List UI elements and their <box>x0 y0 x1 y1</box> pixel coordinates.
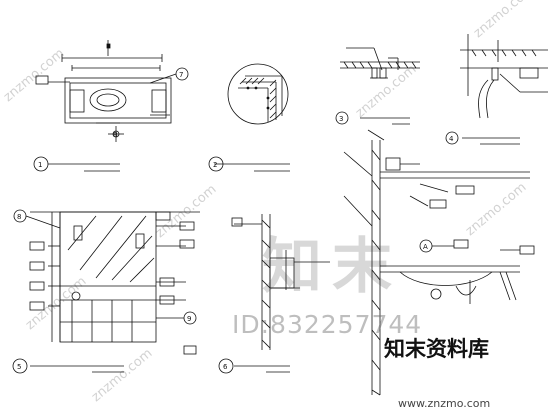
detail-5-wall-elevation <box>12 209 200 374</box>
detail-1-basin-elevation <box>33 40 189 172</box>
detail-number: 4 <box>449 135 454 143</box>
detail-4-ceiling-trough <box>445 34 548 145</box>
watermark-id: ID:832257744 <box>232 310 423 339</box>
detail-bubble-a: A <box>423 243 428 251</box>
watermark-logo-text: 知末 <box>262 232 402 302</box>
detail-number: 3 <box>339 115 343 123</box>
detail-number: 5 <box>17 363 21 371</box>
detail-number: 2 <box>213 161 217 169</box>
detail-number: 9 <box>187 315 191 323</box>
detail-number: 6 <box>223 363 228 371</box>
detail-marker <box>430 288 442 300</box>
detail-7-sink-section <box>343 129 535 396</box>
detail-3-ceiling-edge <box>335 47 420 125</box>
detail-number: 8 <box>17 213 21 221</box>
detail-number: 1 <box>38 161 42 169</box>
detail-bubble-b: B <box>113 131 118 139</box>
detail-6-wall-section <box>218 214 330 374</box>
brand-name: 知末资料库 <box>384 337 489 361</box>
detail-number: 7 <box>179 71 183 79</box>
brand-url: www.znzmo.com <box>398 397 491 410</box>
detail-2-corner-section <box>208 63 290 172</box>
